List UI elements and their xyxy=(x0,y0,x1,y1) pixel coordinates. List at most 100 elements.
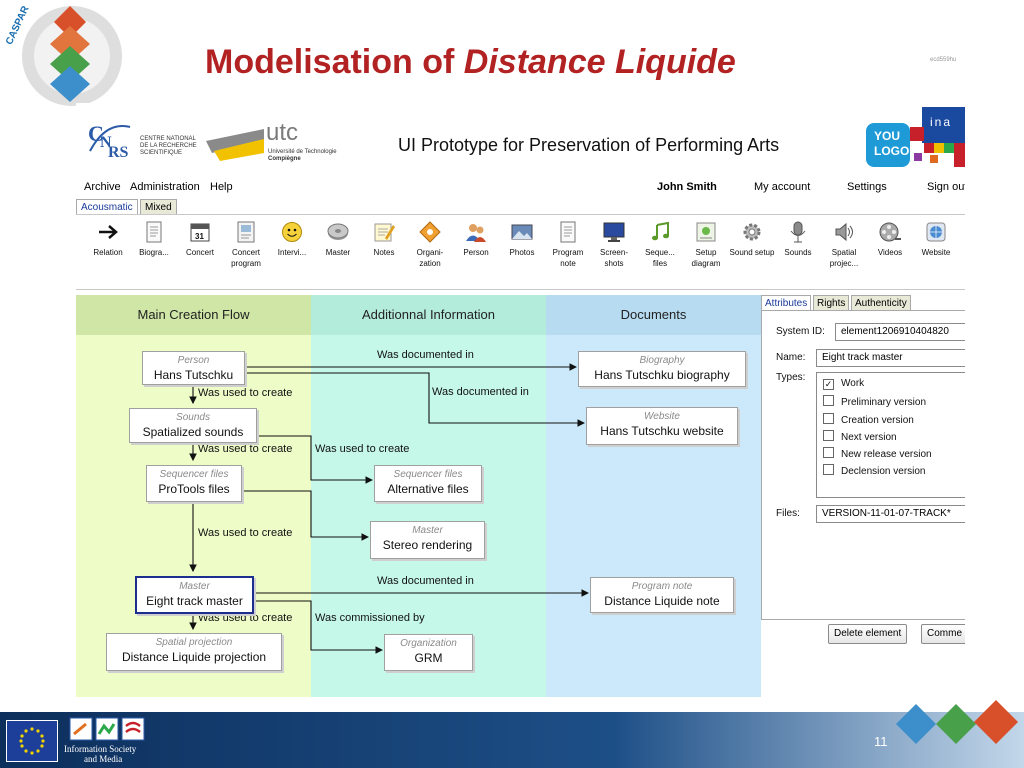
document-icon xyxy=(560,221,576,243)
relation-label: Was used to create xyxy=(198,527,293,539)
tool-program-note[interactable]: Program note xyxy=(545,221,591,269)
creation-flow-diagram: Main Creation Flow Additionnal Informati… xyxy=(76,295,761,697)
node-biography[interactable]: Biography Hans Tutschku biography xyxy=(578,351,746,387)
tab-authenticity[interactable]: Authenticity xyxy=(851,295,911,311)
svg-text:31: 31 xyxy=(195,232,204,241)
notes-icon xyxy=(374,223,395,242)
current-user: John Smith xyxy=(657,181,717,193)
utc-logo xyxy=(206,123,266,167)
page-number: 11 xyxy=(874,734,888,749)
relation-label: Was used to create xyxy=(198,387,293,399)
node-master-selected[interactable]: Master Eight track master xyxy=(135,576,254,614)
globe-icon xyxy=(926,222,946,242)
types-list: ✓Work Preliminary version Creation versi… xyxy=(816,372,965,498)
utc-name: utc xyxy=(266,119,299,146)
ina-text: ina xyxy=(930,115,953,129)
mode-tabs: Acousmatic Mixed xyxy=(76,199,276,215)
tool-concert-program[interactable]: Concert program xyxy=(223,221,269,269)
node-program-note[interactable]: Program note Distance Liquide note xyxy=(590,577,734,613)
microphone-icon xyxy=(790,221,806,243)
music-note-icon xyxy=(652,221,669,241)
cnrs-text: CENTRE NATIONAL DE LA RECHERCHE SCIENTIF… xyxy=(140,136,197,156)
caspar-logo xyxy=(0,0,130,112)
tab-mixed[interactable]: Mixed xyxy=(140,199,177,215)
svg-text:RS: RS xyxy=(108,144,129,161)
your-logo-badge: YOU LOGO xyxy=(866,123,910,167)
type-preliminary-checkbox[interactable]: Preliminary version xyxy=(823,395,926,408)
tool-person[interactable]: Person xyxy=(453,221,499,258)
node-organization[interactable]: Organization GRM xyxy=(384,634,473,671)
tool-sequencer-files[interactable]: Seque... files xyxy=(637,221,683,269)
settings-link[interactable]: Settings xyxy=(847,181,887,193)
menu-administration[interactable]: Administration xyxy=(130,181,200,193)
tool-sounds[interactable]: Sounds xyxy=(775,221,821,258)
node-spatial-projection[interactable]: Spatial projection Distance Liquide proj… xyxy=(106,633,282,671)
svg-text:C: C xyxy=(88,121,104,146)
system-id-label: System ID: xyxy=(776,326,825,337)
sign-out-link[interactable]: Sign out xyxy=(927,181,965,193)
delete-element-button[interactable]: Delete element xyxy=(828,624,908,644)
information-society-logo xyxy=(68,716,148,742)
node-alternative-files[interactable]: Sequencer files Alternative files xyxy=(374,465,482,502)
information-society-text: Information Society and Media xyxy=(64,744,137,764)
speaker-icon xyxy=(835,222,853,242)
eu-flag xyxy=(6,720,58,762)
type-new-release-checkbox[interactable]: New release version xyxy=(823,447,932,460)
node-stereo-rendering[interactable]: Master Stereo rendering xyxy=(370,521,485,559)
relation-label: Was used to create xyxy=(198,612,293,624)
diagram-icon xyxy=(696,222,716,242)
menu-archive[interactable]: Archive xyxy=(84,181,121,193)
my-account-link[interactable]: My account xyxy=(754,181,811,193)
cnrs-logo: C N RS xyxy=(86,117,134,161)
relation-label: Was used to create xyxy=(315,443,410,455)
slide-title-italic: Distance Liquide xyxy=(463,43,736,81)
utc-subtitle: Université de Technologie Compiègne xyxy=(268,149,337,162)
ina-logo: ina xyxy=(910,107,965,167)
tool-notes[interactable]: Notes xyxy=(361,221,407,258)
main-column-header: Main Creation Flow xyxy=(76,295,311,335)
tool-website[interactable]: Website xyxy=(913,221,959,258)
type-work-checkbox[interactable]: ✓Work xyxy=(823,378,865,390)
tab-rights[interactable]: Rights xyxy=(813,295,850,311)
files-label: Files: xyxy=(776,508,800,519)
tool-videos[interactable]: Videos xyxy=(867,221,913,258)
tool-organization[interactable]: Organi- zation xyxy=(407,221,453,269)
slide-title: Modelisation of Distance Liquide xyxy=(205,43,736,82)
disc-icon xyxy=(327,223,349,240)
tool-master[interactable]: Master xyxy=(315,221,361,258)
type-declension-checkbox[interactable]: Declension version xyxy=(823,464,926,477)
node-website[interactable]: Website Hans Tutschku website xyxy=(586,407,738,445)
relation-label: Was commissioned by xyxy=(315,612,425,624)
tool-biography[interactable]: Biogra... xyxy=(131,221,177,258)
menu-help[interactable]: Help xyxy=(210,181,233,193)
organization-icon xyxy=(419,221,441,243)
slide-footer xyxy=(0,712,1024,768)
documents-column-header: Documents xyxy=(546,295,761,335)
gear-icon xyxy=(743,223,761,241)
svg-text:N: N xyxy=(100,134,112,151)
node-sequencer-files[interactable]: Sequencer files ProTools files xyxy=(146,465,242,502)
files-field[interactable]: VERSION-11-01-07-TRACK* xyxy=(816,505,965,523)
system-id-field[interactable]: element1206910404820 xyxy=(835,323,965,341)
calendar-icon: 31 xyxy=(190,223,210,242)
comment-button[interactable]: Comme xyxy=(921,624,965,644)
tool-concert[interactable]: 31 Concert xyxy=(177,221,223,258)
tool-interview[interactable]: Intervi... xyxy=(269,221,315,258)
node-person[interactable]: Person Hans Tutschku xyxy=(142,351,245,385)
tool-setup-diagram[interactable]: Setup diagram xyxy=(683,221,729,269)
name-field[interactable]: Eight track master xyxy=(816,349,965,367)
relation-label: Was documented in xyxy=(377,349,474,361)
type-next-checkbox[interactable]: Next version xyxy=(823,430,897,443)
tab-acousmatic[interactable]: Acousmatic xyxy=(76,199,138,215)
tool-screenshots[interactable]: Screen- shots xyxy=(591,221,637,269)
tool-photos[interactable]: Photos xyxy=(499,221,545,258)
smiley-icon xyxy=(282,222,302,242)
name-label: Name: xyxy=(776,352,806,363)
film-reel-icon xyxy=(879,222,901,242)
type-creation-checkbox[interactable]: Creation version xyxy=(823,413,914,426)
tab-attributes[interactable]: Attributes xyxy=(761,295,812,311)
node-sounds[interactable]: Sounds Spatialized sounds xyxy=(129,408,257,443)
tool-sound-setup[interactable]: Sound setup xyxy=(729,221,775,258)
tool-relation[interactable]: Relation xyxy=(85,221,131,258)
tool-spatial-projection[interactable]: Spatial projec... xyxy=(821,221,867,269)
